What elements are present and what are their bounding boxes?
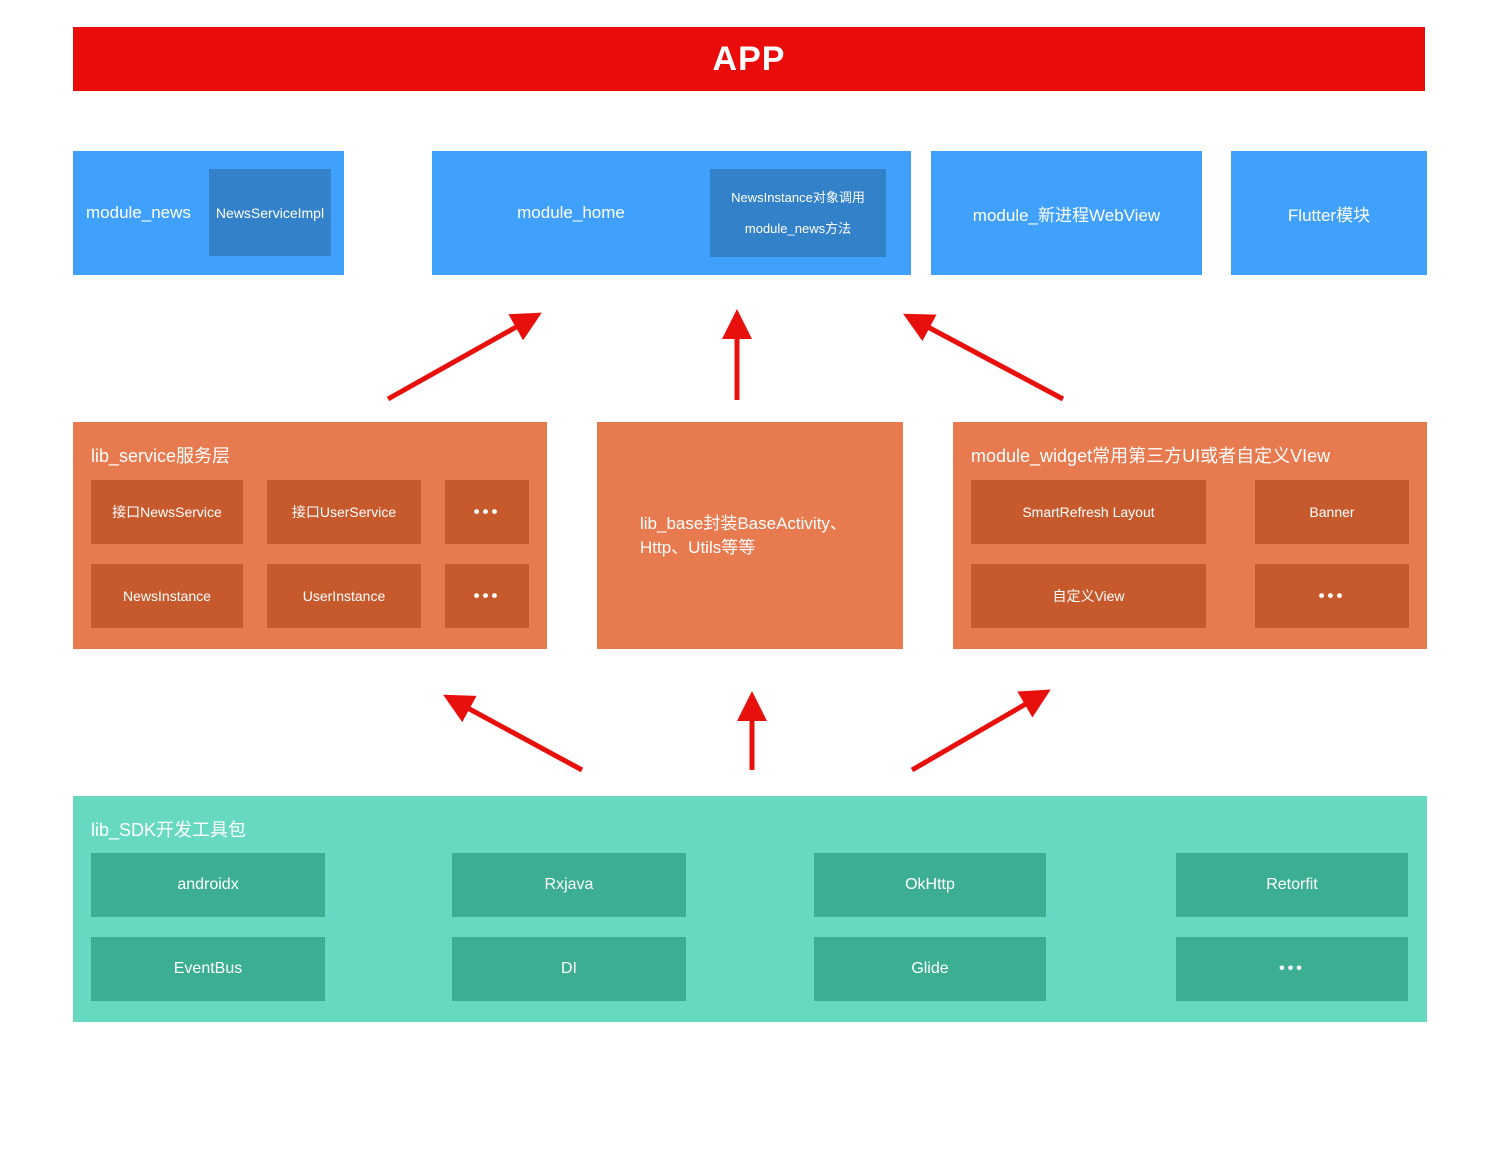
lib-sdk-title: lib_SDK开发工具包 — [91, 820, 247, 840]
chip-service-more: ••• — [445, 480, 529, 544]
lib-base-line-2: Http、Utils等等 — [640, 537, 756, 557]
app-banner: APP — [73, 27, 1425, 91]
chip-eventbus: EventBus — [91, 937, 325, 1001]
news-instance-call-note-box: NewsInstance对象调用 module_news方法 — [710, 169, 886, 257]
chip-custom-view: 自定义View — [971, 564, 1206, 628]
module-flutter-box: Flutter模块 — [1231, 151, 1427, 275]
module-webview-box: module_新进程WebView — [931, 151, 1202, 275]
lib-base-label: lib_base封装BaseActivity、 Http、Utils等等 — [597, 512, 847, 560]
chip-di: DI — [452, 937, 686, 1001]
arrow-sdk-to-service — [443, 694, 584, 773]
chip-androidx: androidx — [91, 853, 325, 917]
news-service-impl-box: NewsServiceImpl — [209, 169, 331, 256]
chip-user-instance: UserInstance — [267, 564, 421, 628]
chip-user-service: 接口UserService — [267, 480, 421, 544]
app-banner-label: APP — [712, 39, 786, 78]
module-widget-title: module_widget常用第三方UI或者自定义VIew — [971, 446, 1331, 466]
chip-smartrefresh: SmartRefresh Layout — [971, 480, 1206, 544]
chip-glide: Glide — [814, 937, 1046, 1001]
news-service-impl-label: NewsServiceImpl — [215, 204, 325, 221]
note-line-2: module_news方法 — [744, 221, 852, 236]
note-line-1: NewsInstance对象调用 — [731, 190, 865, 205]
module-news-box: module_news NewsServiceImpl — [73, 151, 344, 275]
lib-base-line-1: lib_base封装BaseActivity、 — [640, 513, 847, 533]
chip-retorfit: Retorfit — [1176, 853, 1408, 917]
arrow-service-to-home — [386, 312, 542, 402]
chip-banner: Banner — [1255, 480, 1409, 544]
lib-service-box: lib_service服务层 接口NewsService 接口UserServi… — [73, 422, 547, 649]
chip-rxjava: Rxjava — [452, 853, 686, 917]
module-flutter-label: Flutter模块 — [1287, 205, 1371, 225]
chip-news-service: 接口NewsService — [91, 480, 243, 544]
chip-widget-more: ••• — [1255, 564, 1409, 628]
chip-instance-more: ••• — [445, 564, 529, 628]
module-home-box: module_home NewsInstance对象调用 module_news… — [432, 151, 911, 275]
chip-news-instance: NewsInstance — [91, 564, 243, 628]
arrow-sdk-to-widget — [910, 689, 1051, 773]
module-news-label: module_news — [86, 203, 191, 222]
chip-okhttp: OkHttp — [814, 853, 1046, 917]
lib-service-title: lib_service服务层 — [91, 446, 231, 466]
module-webview-label: module_新进程WebView — [972, 205, 1161, 225]
arrow-widget-to-home — [903, 313, 1065, 402]
chip-sdk-more: ••• — [1176, 937, 1408, 1001]
module-home-label: module_home — [517, 203, 625, 222]
lib-base-box: lib_base封装BaseActivity、 Http、Utils等等 — [597, 422, 903, 649]
lib-sdk-box: lib_SDK开发工具包 androidx Rxjava OkHttp Reto… — [73, 796, 1427, 1022]
module-widget-box: module_widget常用第三方UI或者自定义VIew SmartRefre… — [953, 422, 1427, 649]
